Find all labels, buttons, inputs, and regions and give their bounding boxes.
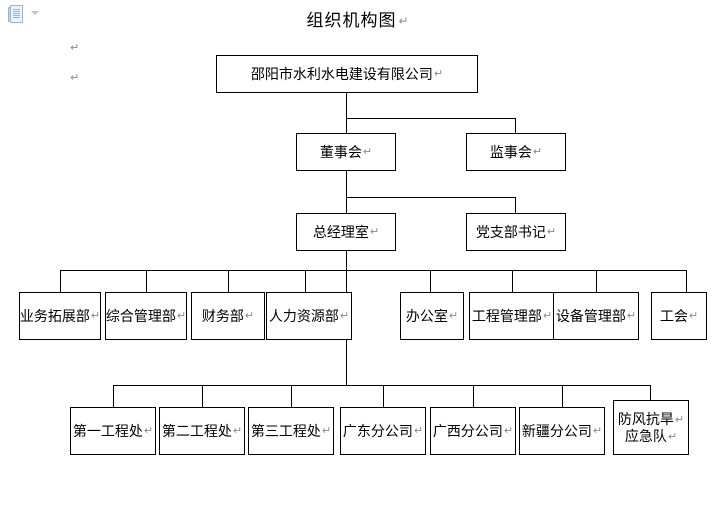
- org-node-finance-label: 财务部: [201, 307, 244, 324]
- connector-to-board: [346, 118, 347, 133]
- connector-to-general-admin: [146, 270, 147, 292]
- org-node-gm-office-pilcrow: ↵: [369, 225, 380, 238]
- org-node-office-label: 办公室: [405, 307, 448, 324]
- connector-to-gm-office: [346, 197, 347, 213]
- connector-to-proj-1: [113, 385, 114, 407]
- connector-to-finance: [228, 270, 229, 292]
- org-node-emergency-line2-pilcrow: ↵: [667, 430, 678, 443]
- org-node-guangxi[interactable]: 广西分公司↵: [430, 407, 516, 455]
- org-node-board-pilcrow: ↵: [362, 145, 373, 158]
- connector-to-equipment-mgmt: [596, 270, 597, 292]
- org-node-party-secretary[interactable]: 党支部书记↵: [466, 213, 566, 251]
- page-title-pilcrow: ↵: [398, 14, 410, 28]
- org-node-finance-pilcrow: ↵: [244, 309, 255, 322]
- org-node-emergency-line2-label: 应急队: [624, 427, 667, 444]
- connector-to-emergency: [650, 385, 651, 407]
- org-node-emergency[interactable]: 防风抗旱↵ 应急队↵: [613, 400, 689, 455]
- org-node-union[interactable]: 工会↵: [651, 292, 707, 340]
- org-node-hr[interactable]: 人力资源部↵: [266, 292, 352, 340]
- org-node-equipment-mgmt[interactable]: 设备管理部↵: [553, 292, 639, 340]
- org-node-general-admin-label: 综合管理部: [105, 307, 176, 324]
- org-node-proj-1[interactable]: 第一工程处↵: [70, 407, 156, 455]
- connector-company-down: [346, 93, 347, 119]
- connector-bus-level5: [113, 385, 650, 386]
- connector-to-biz-dev: [60, 270, 61, 292]
- org-node-equipment-mgmt-label: 设备管理部: [555, 307, 626, 324]
- connector-to-union: [686, 270, 687, 292]
- org-node-proj-2[interactable]: 第二工程处↵: [159, 407, 245, 455]
- org-node-biz-dev-label: 业务拓展部: [19, 307, 90, 324]
- pilcrow-mark-1: ↵: [70, 42, 80, 54]
- org-node-company[interactable]: 邵阳市水利水电建设有限公司↵: [216, 55, 478, 93]
- org-node-gm-office-label: 总经理室: [312, 223, 369, 240]
- org-node-proj-1-pilcrow: ↵: [143, 424, 154, 437]
- org-node-proj-1-label: 第一工程处: [72, 422, 143, 439]
- org-node-emergency-line1-label: 防风抗旱: [617, 411, 674, 428]
- pilcrow-mark-2: ↵: [70, 72, 80, 84]
- org-node-xinjiang-pilcrow: ↵: [592, 424, 603, 437]
- org-node-proj-3-label: 第三工程处: [250, 422, 321, 439]
- org-node-party-secretary-label: 党支部书记: [475, 223, 546, 240]
- org-node-union-label: 工会: [659, 307, 688, 324]
- connector-to-proj-3: [291, 385, 292, 407]
- org-node-proj-2-label: 第二工程处: [161, 422, 232, 439]
- org-node-emergency-line1: 防风抗旱↵: [618, 411, 684, 427]
- org-node-guangdong[interactable]: 广东分公司↵: [340, 407, 426, 455]
- org-node-party-secretary-pilcrow: ↵: [546, 225, 557, 238]
- org-node-engineering-mgmt[interactable]: 工程管理部↵: [469, 292, 555, 340]
- org-node-guangxi-pilcrow: ↵: [503, 424, 514, 437]
- org-node-board-label: 董事会: [319, 143, 362, 160]
- org-node-engineering-mgmt-pilcrow: ↵: [542, 309, 553, 322]
- chevron-down-icon[interactable]: [31, 11, 39, 15]
- org-node-office[interactable]: 办公室↵: [400, 292, 464, 340]
- org-node-company-pilcrow: ↵: [433, 67, 444, 80]
- connector-bus-level4: [60, 270, 686, 271]
- paste-sheet-shape: [10, 5, 23, 23]
- org-node-company-label: 邵阳市水利水电建设有限公司: [250, 65, 433, 82]
- connector-bus-level2: [346, 118, 516, 119]
- connector-to-engineering-mgmt: [512, 270, 513, 292]
- org-node-hr-pilcrow: ↵: [339, 309, 350, 322]
- page-title-text: 组织机构图: [306, 11, 397, 30]
- org-node-general-admin[interactable]: 综合管理部↵: [105, 292, 187, 340]
- org-node-biz-dev-pilcrow: ↵: [90, 309, 101, 322]
- org-node-proj-3-pilcrow: ↵: [321, 424, 332, 437]
- org-node-emergency-line1-pilcrow: ↵: [674, 414, 685, 427]
- org-node-proj-2-pilcrow: ↵: [232, 424, 243, 437]
- org-node-proj-3[interactable]: 第三工程处↵: [248, 407, 334, 455]
- paste-icon[interactable]: [8, 5, 24, 24]
- org-node-guangdong-label: 广东分公司: [342, 422, 413, 439]
- connector-to-hr: [305, 270, 306, 292]
- connector-to-office: [430, 270, 431, 292]
- org-node-union-pilcrow: ↵: [688, 309, 699, 322]
- connector-to-guangxi: [473, 385, 474, 407]
- org-node-engineering-mgmt-label: 工程管理部: [471, 307, 542, 324]
- org-node-xinjiang-label: 新疆分公司: [521, 422, 592, 439]
- page-title: 组织机构图↵: [0, 6, 716, 31]
- connector-to-party-secretary: [515, 197, 516, 213]
- org-node-gm-office[interactable]: 总经理室↵: [296, 213, 396, 251]
- org-node-xinjiang[interactable]: 新疆分公司↵: [519, 407, 605, 455]
- org-node-supervisory[interactable]: 监事会↵: [466, 133, 566, 171]
- org-node-equipment-mgmt-pilcrow: ↵: [626, 309, 637, 322]
- org-node-hr-label: 人力资源部: [268, 307, 339, 324]
- connector-bus-level3: [346, 197, 516, 198]
- connector-to-proj-2: [202, 385, 203, 407]
- connector-to-guangdong: [383, 385, 384, 407]
- connector-to-supervisory: [515, 118, 516, 133]
- org-node-board[interactable]: 董事会↵: [296, 133, 396, 171]
- org-node-general-admin-pilcrow: ↵: [176, 309, 187, 322]
- org-node-guangdong-pilcrow: ↵: [413, 424, 424, 437]
- org-node-emergency-line2: 应急队↵: [625, 428, 677, 444]
- org-node-biz-dev[interactable]: 业务拓展部↵: [19, 292, 101, 340]
- org-node-office-pilcrow: ↵: [448, 309, 459, 322]
- connector-to-xinjiang: [562, 385, 563, 407]
- org-node-guangxi-label: 广西分公司: [432, 422, 503, 439]
- org-node-finance[interactable]: 财务部↵: [191, 292, 265, 340]
- connector-board-down: [346, 171, 347, 198]
- org-node-supervisory-pilcrow: ↵: [532, 145, 543, 158]
- org-node-supervisory-label: 监事会: [489, 143, 532, 160]
